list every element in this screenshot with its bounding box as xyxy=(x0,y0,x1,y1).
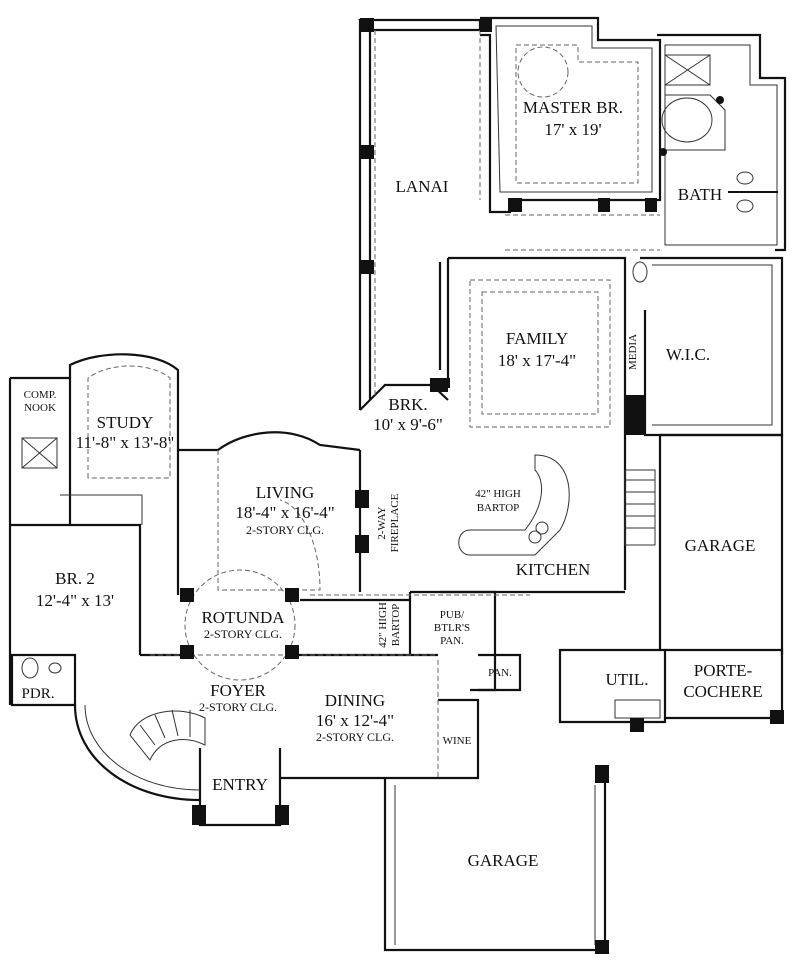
kitchen-label: KITCHEN xyxy=(516,560,591,579)
media-label: MEDIA xyxy=(627,334,639,370)
porte-cochere-line1: PORTE- xyxy=(694,661,753,680)
foyer-note: 2-STORY CLG. xyxy=(199,700,277,714)
pub-line2: BTLR'S xyxy=(434,622,470,634)
ceiling-outlines xyxy=(87,30,660,778)
comp-nook-line2: NOOK xyxy=(24,402,56,414)
br2-label: BR. 2 xyxy=(55,569,95,588)
comp-nook-line1: COMP. xyxy=(24,389,57,401)
bartop-rotunda-line2: BARTOP xyxy=(390,604,402,647)
master-br-dims: 17' x 19' xyxy=(544,120,601,139)
bath-label: BATH xyxy=(678,185,722,204)
living-dims: 18'-4" x 16'-4" xyxy=(235,503,334,522)
brk-dims: 10' x 9'-6" xyxy=(373,415,443,434)
pan-label: PAN. xyxy=(488,667,512,679)
rotunda-note: 2-STORY CLG. xyxy=(204,627,282,641)
family-dims: 18' x 17'-4" xyxy=(498,351,576,370)
master-br-label: MASTER BR. xyxy=(523,98,623,117)
living-label: LIVING xyxy=(256,483,315,502)
wic-label: W.I.C. xyxy=(666,345,710,364)
wine-label: WINE xyxy=(443,735,472,747)
living-note: 2-STORY CLG. xyxy=(246,523,324,537)
dining-dims: 16' x 12'-4" xyxy=(316,711,394,730)
bartop-kitchen-line1: 42" HIGH xyxy=(475,488,521,500)
fireplace-line1: 2-WAY xyxy=(376,506,388,539)
dining-label: DINING xyxy=(325,691,385,710)
rotunda-label: ROTUNDA xyxy=(201,608,285,627)
pub-line1: PUB/ xyxy=(440,609,465,621)
family-label: FAMILY xyxy=(506,329,568,348)
br2-dims: 12'-4" x 13' xyxy=(36,591,114,610)
pub-line3: PAN. xyxy=(440,635,464,647)
garage-right-label: GARAGE xyxy=(685,536,756,555)
fireplace-line2: FIREPLACE xyxy=(389,493,401,552)
bartop-rotunda-line1: 42" HIGH xyxy=(377,602,389,648)
garage-bottom-label: GARAGE xyxy=(468,851,539,870)
dining-note: 2-STORY CLG. xyxy=(316,730,394,744)
fixtures xyxy=(21,54,778,761)
bartop-kitchen-line2: BARTOP xyxy=(477,502,520,514)
brk-label: BRK. xyxy=(388,395,427,414)
util-label: UTIL. xyxy=(606,670,649,689)
study-dims: 11'-8" x 13'-8" xyxy=(76,433,175,452)
exterior-walls xyxy=(8,16,787,952)
columns xyxy=(180,18,784,954)
foyer-label: FOYER xyxy=(210,681,266,700)
pdr-label: PDR. xyxy=(22,686,55,702)
lanai-label: LANAI xyxy=(396,177,449,196)
study-label: STUDY xyxy=(97,413,154,432)
porte-cochere-line2: COCHERE xyxy=(683,682,762,701)
room-labels: LANAI MASTER BR. 17' x 19' BATH FAMILY 1… xyxy=(22,98,763,870)
entry-label: ENTRY xyxy=(212,775,268,794)
